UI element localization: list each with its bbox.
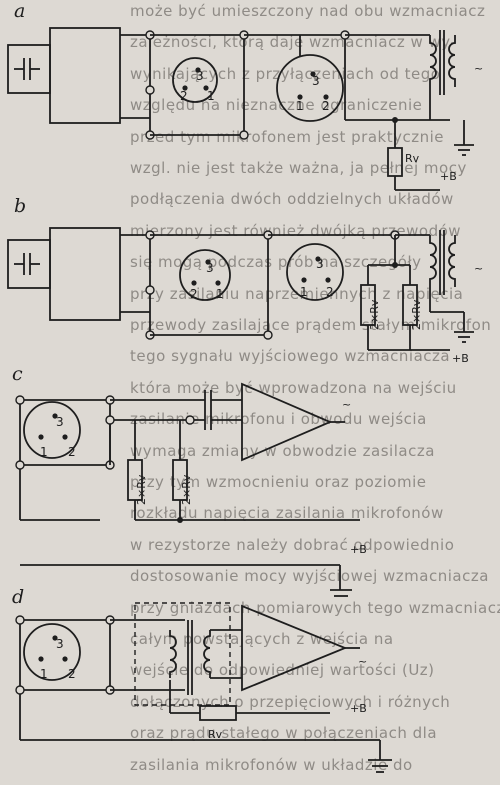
svg-text:2×Rv: 2×Rv [410, 299, 423, 330]
background-text-line: podłączenia dwóch oddzielnych układów [130, 190, 454, 208]
background-text-line: wzgl. nie jest także ważna, ja pełnej mo… [130, 159, 467, 177]
socket-a2 [276, 54, 344, 122]
socket-a1 [172, 57, 218, 103]
background-text-line: przy gniazdach pomiarowych tego wzmacnia… [130, 599, 500, 617]
transformer-block-b [49, 227, 121, 321]
background-text-line: przewody zasilające prądem stałym mikrof… [130, 316, 491, 334]
circuit-a: a 3 2 1 3 1 2 [7, 0, 483, 191]
svg-text:~: ~ [474, 262, 483, 275]
circuit-d: d 3 1 2 ~ Rv +B [12, 586, 392, 773]
svg-text:2×Rv: 2×Rv [368, 299, 381, 330]
background-text-line: zależności, którą daje wzmacniacz w wy- [130, 33, 456, 51]
svg-text:3: 3 [196, 69, 204, 83]
background-text-line: wymaga zmiany w obwodzie zasilacza [130, 442, 435, 460]
socket-c [23, 401, 81, 459]
svg-text:3: 3 [312, 74, 320, 88]
svg-text:1: 1 [296, 99, 304, 113]
svg-text:1: 1 [40, 667, 48, 681]
svg-text:2×Rv: 2×Rv [135, 474, 148, 505]
background-text-line: przed tym mikrofonem jest praktycznie [130, 128, 444, 146]
background-text-line: w rezystorze należy dobrać odpowiednio [130, 536, 454, 554]
svg-text:3: 3 [56, 637, 64, 651]
background-text-line: oraz prądu stałego w połączeniach dla [130, 724, 437, 742]
circuit-c: c 3 1 2 ~ 2×Rv 2×Rv [12, 363, 367, 597]
transformer-block-a [49, 27, 121, 124]
svg-text:1: 1 [207, 89, 215, 103]
background-text-line: całym powstających z wejścia na [130, 630, 394, 648]
svg-text:2: 2 [68, 667, 76, 681]
section-label-d: d [12, 586, 24, 608]
svg-text:+B: +B [452, 352, 469, 365]
shielded-transformer-d [134, 602, 231, 706]
svg-text:Rv: Rv [405, 152, 420, 165]
socket-d [23, 623, 81, 681]
section-label-b: b [14, 195, 26, 217]
background-text-line: przy tym wzmocnieniu oraz poziomie [130, 473, 426, 491]
background-text-line: wynikających z przyłączeniach od tego [130, 65, 441, 83]
svg-text:2: 2 [190, 287, 198, 301]
background-text-line: może być umieszczony nad obu wzmacniacz [130, 2, 485, 20]
svg-text:3: 3 [206, 261, 214, 275]
svg-text:1: 1 [216, 287, 224, 301]
background-text-line: mierzony jest również dwójką przewodów [130, 222, 461, 240]
background-text: może być umieszczony nad obu wzmacniacz z… [130, 2, 500, 774]
svg-text:2: 2 [68, 445, 76, 459]
svg-text:2: 2 [326, 285, 334, 299]
amplifier-c [241, 382, 333, 462]
svg-text:1: 1 [300, 285, 308, 299]
background-text-line: tego sygnału wyjściowego wzmacniacza [130, 347, 450, 365]
background-text-line: rozkładu napięcia zasilania mikrofonów [130, 504, 444, 522]
svg-text:2×Rv: 2×Rv [180, 474, 193, 505]
socket-b1 [179, 249, 231, 301]
svg-text:3: 3 [316, 257, 324, 271]
amplifier-d [241, 604, 348, 692]
socket-b2 [286, 243, 344, 301]
background-text-line: się mogą podczas prób na szczegóły [130, 253, 422, 271]
svg-text:+B: +B [350, 543, 367, 556]
svg-text:2: 2 [180, 89, 188, 103]
background-text-line: zasilania mikrofonów w układzie do [130, 756, 413, 774]
section-label-a: a [14, 0, 25, 22]
svg-text:~: ~ [474, 62, 483, 75]
svg-text:+B: +B [350, 702, 367, 715]
svg-text:~: ~ [342, 398, 351, 411]
background-text-line: dołączonych o przepięciowych i różnych [130, 693, 450, 711]
svg-text:1: 1 [40, 445, 48, 459]
svg-text:3: 3 [56, 415, 64, 429]
svg-text:2: 2 [322, 99, 330, 113]
svg-text:~: ~ [358, 655, 367, 668]
background-text-line: która może być wprowadzona na wejściu [130, 379, 457, 397]
svg-text:+B: +B [440, 170, 457, 183]
background-text-line: zasilanie mikrofonu i obwodu wejścia [130, 410, 427, 428]
circuit-b: b 3 2 1 3 1 2 ~ [7, 195, 483, 365]
background-text-line: dostosowanie mocy wyjściowej wzmacniacza [130, 567, 489, 585]
background-text-line: względu na nieznaczne ograniczenie [130, 96, 422, 114]
svg-text:Rv: Rv [208, 728, 223, 741]
background-text-line: wejście do odpowiedniej wartości (Uz) [130, 661, 435, 679]
section-label-c: c [12, 363, 23, 385]
